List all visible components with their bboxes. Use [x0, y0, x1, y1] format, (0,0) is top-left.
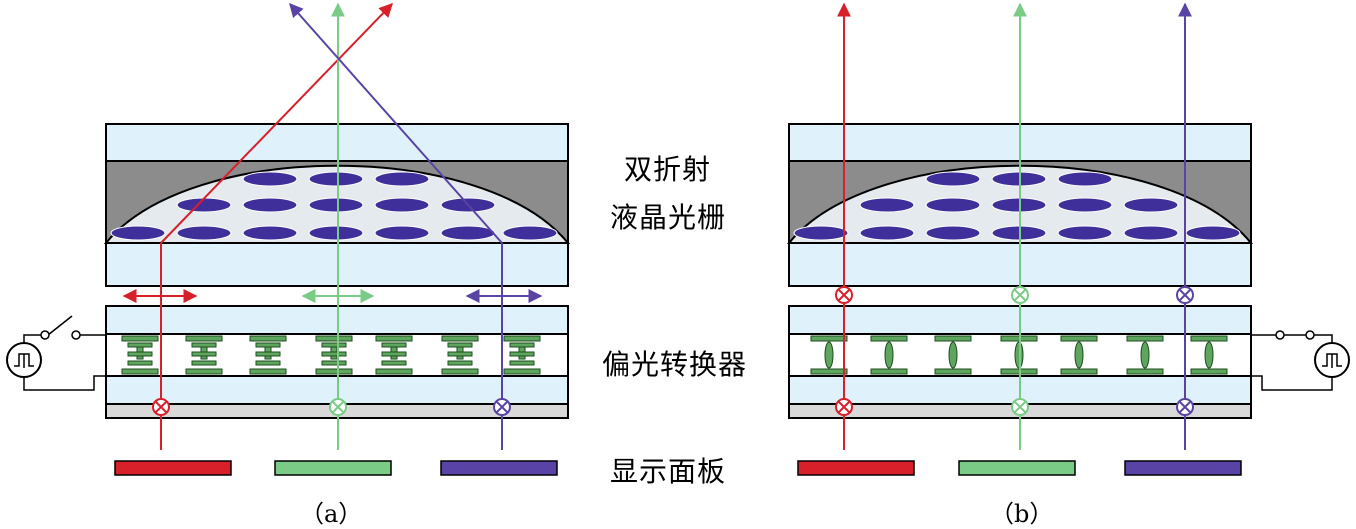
switch-open-icon [47, 315, 73, 336]
caption-b: （b） [990, 500, 1054, 528]
pixel-green [274, 460, 392, 476]
pixel-blue [440, 460, 558, 476]
birefringent-label-line2: 液晶光栅 [610, 201, 727, 234]
lc-molecules-b [793, 171, 1241, 241]
display-panel-label: 显示面板 [610, 455, 727, 488]
pixel-blue [1124, 460, 1242, 476]
ray-blue-b [1176, 2, 1194, 450]
circuit-a [6, 315, 106, 391]
ray-blue-a [289, 2, 543, 450]
twisted-lc-cells-a [121, 335, 541, 375]
birefringent-label-line1: 双折射 [624, 153, 712, 186]
pixel-green [958, 460, 1076, 476]
panel-a [6, 2, 571, 476]
polarization-converter-label: 偏光转换器 [602, 348, 748, 381]
display-pixels-b [797, 460, 1242, 476]
switch-contact-icon [71, 330, 81, 340]
switch-contact-icon [1275, 330, 1285, 340]
panel-b [786, 2, 1350, 476]
circuit-b [1251, 330, 1350, 391]
pixel-red [114, 460, 232, 476]
display-pixels-a [114, 460, 558, 476]
ray-green-a [301, 2, 375, 450]
pixel-red [797, 460, 915, 476]
ray-red-b [835, 2, 853, 450]
ray-red-a [122, 2, 393, 450]
caption-a: （a） [300, 500, 363, 528]
ray-green-b [1011, 2, 1029, 450]
